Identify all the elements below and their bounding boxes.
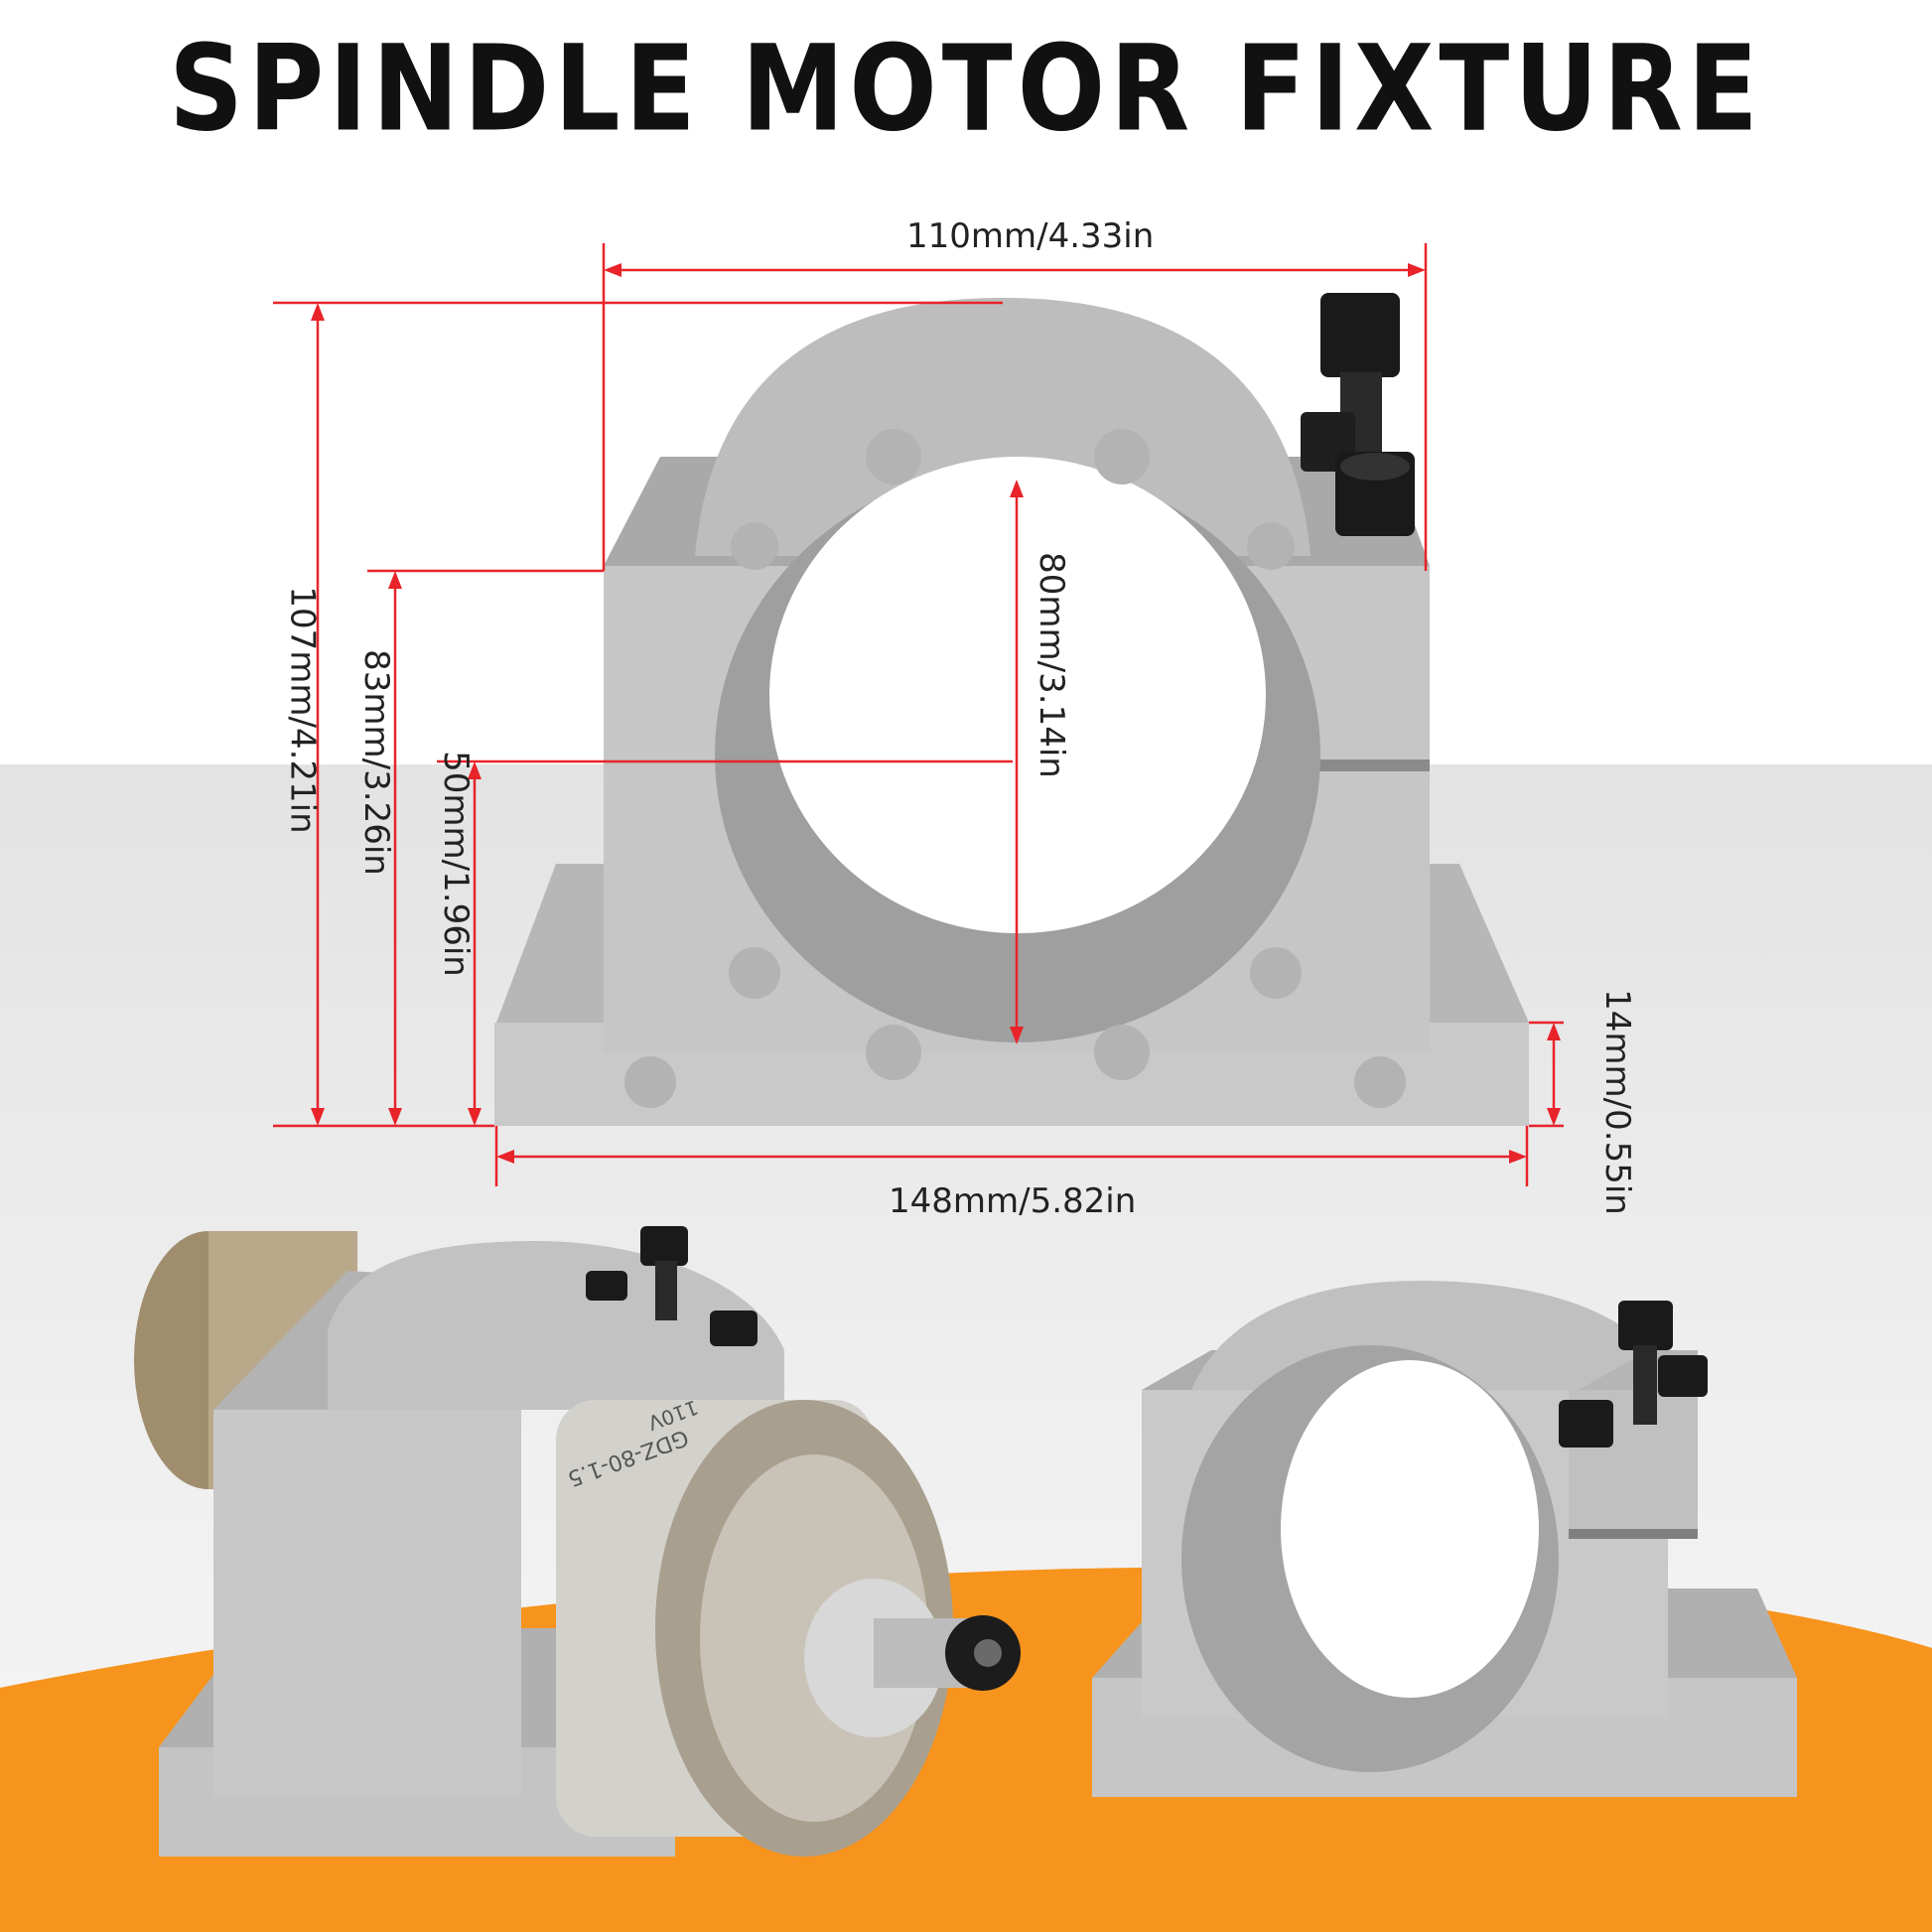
bolt-head <box>1618 1301 1673 1350</box>
clamp-split <box>1301 759 1430 771</box>
page-title: SPINDLE MOTOR FIXTURE <box>169 18 1763 159</box>
fixture-perspective-view <box>1092 1281 1797 1797</box>
fixture-body <box>213 1410 521 1797</box>
bore-opening <box>1281 1360 1539 1698</box>
dim-base-width: 148mm/5.82in <box>889 1181 1137 1221</box>
dim-83mm: 83mm/3.26in <box>355 649 396 876</box>
body-round-top <box>695 298 1311 556</box>
dim-width-top: 110mm/4.33in <box>906 216 1155 256</box>
clamp-bolts <box>1301 293 1415 536</box>
dimension-arrowheads <box>311 263 1561 1164</box>
dimension-lines <box>273 243 1564 1186</box>
dim-center-height: 50mm/1.96in <box>435 751 476 977</box>
dim-base-thickness: 14mm/0.55in <box>1596 989 1637 1215</box>
fixture-front-view <box>494 293 1529 1126</box>
fixture-with-spindle-motor: GDZ-80-1.5 110V <box>134 1226 1021 1857</box>
clamp-split <box>1569 1529 1698 1539</box>
dim-total-height: 107mm/4.21in <box>282 586 323 834</box>
dim-bore-diameter: 80mm/3.14in <box>1031 552 1071 778</box>
bolt-head <box>640 1226 688 1266</box>
dimples <box>624 429 1406 1108</box>
